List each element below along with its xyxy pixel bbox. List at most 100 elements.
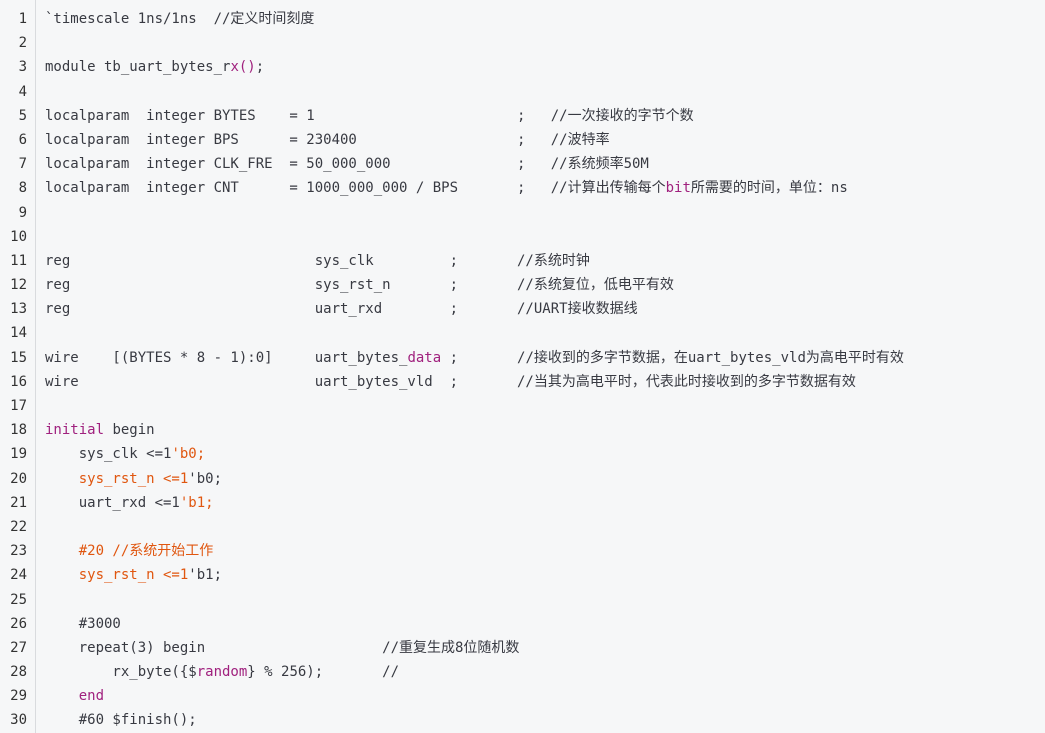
line-number: 22 [10, 518, 27, 535]
line-number: 4 [18, 83, 27, 100]
code-token: `timescale 1ns/1ns //定义时间刻度 [45, 11, 315, 27]
code-token: sys_rst_n <=1 [78, 470, 189, 487]
line-number: 18 [10, 422, 27, 439]
code-line: 22 [0, 515, 1045, 539]
code-line: 9 [0, 201, 1045, 225]
line-source: `timescale 1ns/1ns //定义时间刻度 [45, 7, 314, 31]
code-token: repeat(3) begin //重复生成8位随机数 [45, 639, 520, 656]
code-line: 23 #20 //系统开始工作 [0, 539, 1045, 563]
code-line: 24 sys_rst_n <=1'b1; [0, 563, 1045, 587]
code-token [45, 543, 79, 559]
line-source: #3000 [45, 612, 121, 636]
line-number: 12 [10, 277, 27, 294]
code-line: 4 [0, 80, 1045, 104]
code-token: 'b1; [179, 494, 214, 511]
line-number: 14 [10, 325, 27, 342]
code-line: 27 repeat(3) begin //重复生成8位随机数 [0, 636, 1045, 660]
code-line: 1 `timescale 1ns/1ns //定义时间刻度 [0, 7, 1045, 31]
line-source: end [45, 684, 104, 708]
line-number: 16 [10, 373, 27, 390]
line-number: 30 [10, 712, 27, 729]
code-token: #3000 [45, 615, 121, 632]
line-source: initial begin [45, 418, 155, 442]
line-source: reg uart_rxd ; //UART接收数据线 [45, 297, 638, 321]
code-token: data [407, 349, 442, 366]
code-token: localparam integer BPS = 230400 ; //波特率 [45, 131, 610, 148]
code-line: 17 [0, 394, 1045, 418]
code-line: 21 uart_rxd <=1'b1; [0, 491, 1045, 515]
line-number: 10 [10, 228, 27, 245]
code-token: random [196, 664, 248, 681]
code-token: sys_rst_n <=1 [78, 567, 189, 584]
code-token: ; [255, 59, 265, 76]
gutter-divider [35, 0, 36, 733]
line-number: 28 [10, 664, 27, 681]
line-number: 19 [10, 446, 27, 463]
line-number: 7 [18, 156, 27, 173]
code-line: 3 module tb_uart_bytes_rx(); [0, 55, 1045, 79]
line-number: 6 [18, 131, 27, 148]
line-source: sys_rst_n <=1'b0; [45, 467, 222, 491]
code-token: 'b1; [188, 567, 223, 584]
line-number: 1 [18, 11, 27, 27]
code-line: 14 [0, 321, 1045, 345]
line-number: 23 [10, 543, 27, 560]
line-number: 2 [18, 35, 27, 52]
line-number: 17 [10, 398, 27, 414]
code-line: 20 sys_rst_n <=1'b0; [0, 467, 1045, 491]
code-token: reg sys_clk ; //系统时钟 [45, 252, 590, 269]
code-line: 29 end [0, 684, 1045, 708]
code-token: x() [230, 59, 256, 76]
code-token [45, 567, 79, 583]
line-source: #60 $finish(); [45, 708, 197, 732]
code-line: 18 initial begin [0, 418, 1045, 442]
line-source: localparam integer CLK_FRE = 50_000_000 … [45, 152, 649, 176]
line-source: sys_rst_n <=1'b1; [45, 563, 222, 587]
code-token: reg sys_rst_n ; //系统复位，低电平有效 [45, 277, 674, 294]
code-line: 2 [0, 31, 1045, 55]
code-line: 30 #60 $finish(); [0, 708, 1045, 732]
line-number: 3 [18, 59, 27, 76]
line-source: uart_rxd <=1'b1; [45, 491, 214, 515]
line-source: sys_clk <=1'b0; [45, 442, 205, 466]
code-token: ; //接收到的多字节数据，在uart_bytes_vld为高电平时有效 [441, 349, 904, 366]
code-token: 'b0; [171, 446, 206, 463]
code-line: 16 wire uart_bytes_vld ; //当其为高电平时，代表此时接收… [0, 370, 1045, 394]
code-token: localparam integer BYTES = 1 ; //一次接收的字节… [45, 107, 694, 124]
line-source: rx_byte({$random} % 256); // [45, 660, 399, 684]
line-number: 20 [10, 470, 27, 487]
code-token: wire uart_bytes_vld ; //当其为高电平时，代表此时接收到的… [45, 373, 856, 390]
code-token [45, 471, 79, 487]
code-token: bit [665, 180, 691, 197]
code-token: 所需要的时间，单位：ns [690, 180, 848, 197]
code-token: uart_rxd <=1 [45, 494, 180, 511]
code-line: 6 localparam integer BPS = 230400 ; //波特率 [0, 128, 1045, 152]
code-token: module tb_uart_bytes_r [45, 59, 231, 76]
code-token: begin [104, 422, 155, 439]
line-number: 9 [18, 204, 27, 221]
code-token: #20 //系统开始工作 [78, 543, 214, 560]
line-source: module tb_uart_bytes_rx(); [45, 55, 264, 79]
code-token: } % 256); // [247, 664, 400, 681]
line-number: 29 [10, 688, 27, 705]
code-line: 10 [0, 225, 1045, 249]
code-line: 12 reg sys_rst_n ; //系统复位，低电平有效 [0, 273, 1045, 297]
line-source: localparam integer BPS = 230400 ; //波特率 [45, 128, 610, 152]
line-number: 24 [10, 567, 27, 584]
code-token: rx_byte({$ [45, 664, 197, 681]
code-token: end [78, 688, 105, 705]
line-source: localparam integer BYTES = 1 ; //一次接收的字节… [45, 104, 694, 128]
code-token: wire [(BYTES * 8 - 1):0] uart_bytes_ [45, 349, 408, 366]
code-token: initial [45, 422, 105, 439]
code-token: localparam integer CNT = 1000_000_000 / … [45, 180, 666, 197]
code-token: #60 $finish(); [45, 712, 197, 729]
line-source: repeat(3) begin //重复生成8位随机数 [45, 636, 520, 660]
line-source: wire uart_bytes_vld ; //当其为高电平时，代表此时接收到的… [45, 370, 856, 394]
